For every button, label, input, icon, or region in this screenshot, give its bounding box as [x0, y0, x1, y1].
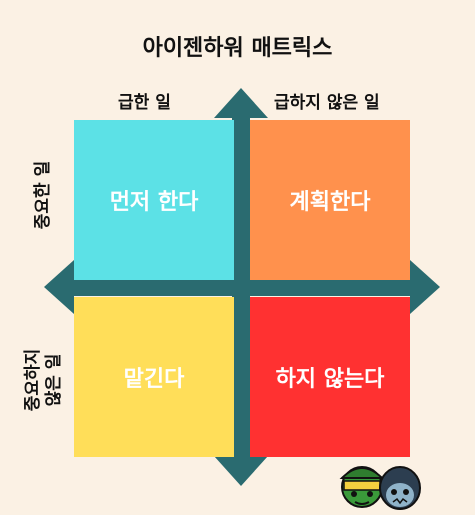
up-arrowhead: [214, 88, 268, 118]
quadrant-schedule: 계획한다: [250, 120, 410, 280]
quadrant-schedule-label: 계획한다: [289, 190, 371, 215]
dark-character-icon: [379, 466, 421, 510]
horizontal-axis-bar: [70, 278, 410, 296]
quadrant-delegate: 맡긴다: [74, 297, 234, 457]
green-character-icon: [339, 466, 385, 508]
right-arrowhead: [410, 260, 440, 314]
left-arrowhead: [44, 260, 74, 314]
quadrant-eliminate-label: 하지 않는다: [275, 367, 385, 392]
quadrant-do-first: 먼저 한다: [74, 120, 234, 280]
quadrant-eliminate: 하지 않는다: [250, 297, 410, 457]
down-arrowhead: [214, 456, 268, 486]
quadrant-delegate-label: 맡긴다: [123, 367, 185, 392]
quadrant-do-first-label: 먼저 한다: [109, 190, 199, 215]
page-title: 아이젠하워 매트릭스: [142, 36, 333, 61]
column-label-urgent: 급한 일: [118, 93, 171, 113]
column-label-not-urgent: 급하지 않은 일: [274, 93, 380, 113]
